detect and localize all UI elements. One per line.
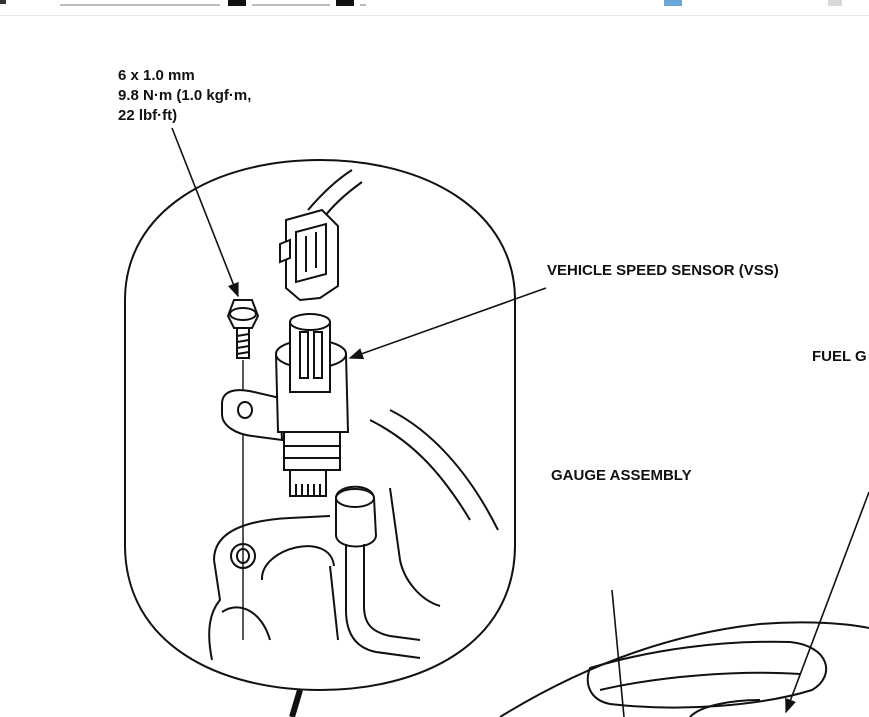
toolbar-text-fragment — [60, 4, 220, 6]
hose-fitting — [335, 485, 421, 659]
vehicle-speed-sensor — [221, 313, 350, 497]
spec-line-3: 22 lbf·ft) — [118, 107, 178, 124]
spec-leader-arrow — [171, 127, 239, 298]
fuel-leader-arrow — [785, 491, 869, 714]
fuel-gauge-label: FUEL G — [812, 348, 867, 365]
toolbar-glyphs — [0, 0, 842, 6]
transmission-housing — [208, 409, 499, 661]
detail-enclosure — [124, 158, 516, 692]
gauge-assembly-art — [499, 621, 869, 717]
cropped-toolbar — [0, 0, 869, 16]
gauge-leader-line — [611, 589, 625, 717]
gauge-assembly-label: GAUGE ASSEMBLY — [551, 467, 692, 484]
toolbar-divider — [0, 15, 869, 16]
connector-plug — [279, 208, 339, 302]
vss-leader-arrow — [348, 287, 547, 360]
toolbar-mark — [0, 0, 6, 4]
toolbar-gray-icon[interactable] — [828, 0, 842, 6]
flange-bolt — [226, 299, 260, 359]
toolbar-text-fragment-2 — [252, 4, 330, 6]
bolt-torque-spec: 6 x 1.0 mm 9.8 N·m (1.0 kgf·m, 22 lbf·ft… — [118, 66, 251, 126]
toolbar-blue-icon[interactable] — [664, 0, 682, 6]
toolbar-icon-a[interactable] — [228, 0, 246, 6]
vss-label: VEHICLE SPEED SENSOR (VSS) — [547, 262, 779, 279]
toolbar-icon-b[interactable] — [336, 0, 354, 6]
bottom-cable — [289, 689, 303, 717]
spec-line-1: 6 x 1.0 mm — [118, 67, 195, 84]
toolbar-text-fragment-3 — [360, 4, 366, 6]
spec-line-2: 9.8 N·m (1.0 kgf·m, — [118, 87, 252, 104]
